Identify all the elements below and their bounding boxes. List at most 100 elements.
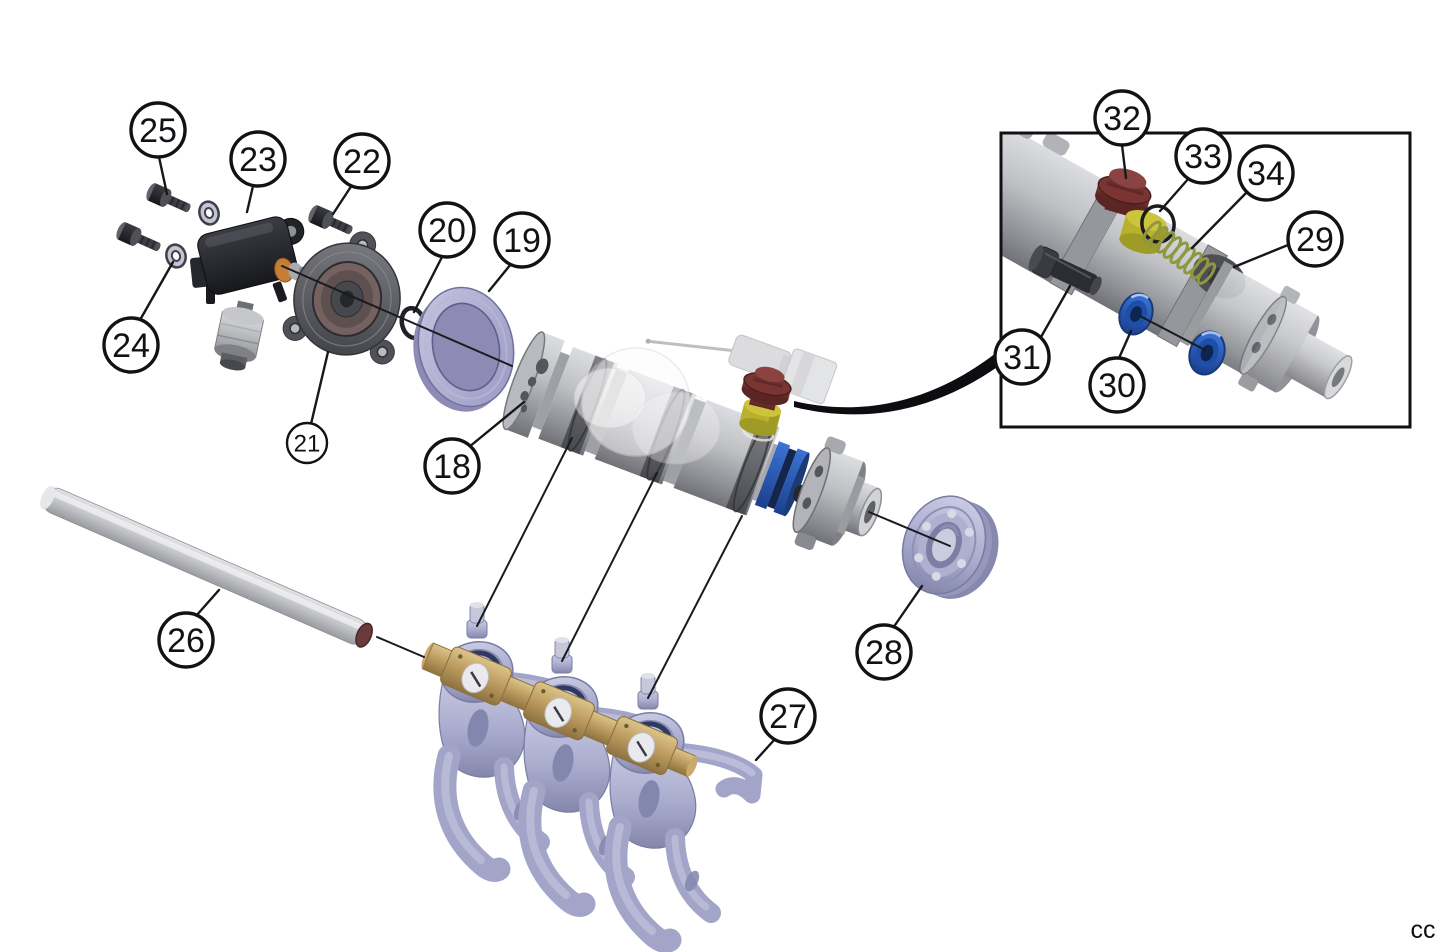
callout-leader-29: [1232, 243, 1290, 269]
callout-circle-23: [229, 130, 287, 188]
callout-27: 27: [754, 687, 817, 762]
callout-29: 29: [1232, 210, 1344, 269]
inset-blue-washer-b: [1188, 330, 1226, 376]
callout-circle-25: [129, 101, 187, 159]
callout-leader-32: [1120, 143, 1128, 180]
callout-number-25: 25: [139, 112, 177, 150]
callout-34: 34: [1190, 144, 1295, 250]
assembly-line-5: [376, 636, 425, 658]
callout-circle-22: [333, 132, 391, 190]
callout-circle-24: [102, 316, 160, 374]
callout-number-24: 24: [112, 327, 150, 365]
shift-fork-rod: [40, 485, 373, 648]
callout-31: 31: [993, 284, 1072, 386]
callout-circle-20: [418, 201, 476, 259]
detent-plug-main: [739, 366, 792, 442]
callout-number-34: 34: [1247, 155, 1285, 193]
callout-number-31: 31: [1003, 339, 1041, 377]
callout-leader-24: [138, 260, 175, 322]
shift-forks: [421, 602, 754, 941]
callout-number-21: 21: [294, 431, 321, 458]
callout-leader-31: [1039, 284, 1072, 339]
inset-detent-pin: [1028, 245, 1102, 296]
callout-number-33: 33: [1184, 138, 1222, 176]
callout-circle-32: [1093, 89, 1151, 147]
callout-leader-33: [1158, 176, 1191, 213]
callout-24: 24: [102, 260, 175, 374]
inset-blue-washer-a: [1118, 292, 1154, 336]
callout-number-28: 28: [865, 634, 903, 672]
callout-number-22: 22: [343, 143, 381, 181]
callout-28: 28: [855, 584, 924, 681]
callout-number-30: 30: [1098, 367, 1136, 405]
callout-leader-28: [891, 584, 924, 630]
inset-detail: [999, 131, 1412, 429]
callout-number-23: 23: [239, 141, 277, 179]
callout-circle-34: [1237, 144, 1295, 202]
inset-drum-body: [1001, 133, 1353, 400]
callout-26: 26: [157, 588, 221, 669]
callout-circle-21: [285, 421, 329, 465]
selector-actuator-group: [113, 180, 515, 412]
callout-circle-19: [493, 211, 551, 269]
shift-drum-assembly: [502, 331, 883, 551]
callout-leader-23: [245, 184, 255, 214]
assembly-line-6: [868, 511, 951, 547]
callout-leader-19: [487, 262, 513, 293]
callouts: 18 19 20 21 22 23 24 25 26 27 28 29 30 31 32 33 34: [102, 89, 1344, 762]
callout-22: 22: [331, 132, 391, 216]
callout-18: 18: [423, 400, 526, 495]
callout-21: 21: [285, 350, 330, 465]
assembly-lines: [281, 265, 1206, 699]
assembly-line-3: [561, 472, 658, 662]
callout-number-18: 18: [433, 448, 471, 486]
inset-pointer-swoosh: [794, 349, 1007, 415]
callout-number-19: 19: [503, 222, 541, 260]
callout-leader-21: [309, 350, 330, 426]
inset-detent-spring: [1142, 220, 1217, 285]
callout-32: 32: [1093, 89, 1151, 180]
detent-roller-blue: [754, 441, 791, 510]
callout-number-32: 32: [1103, 100, 1141, 138]
callout-number-20: 20: [428, 212, 466, 250]
callout-circle-31: [993, 328, 1051, 386]
callout-circle-33: [1174, 127, 1232, 185]
callout-33: 33: [1158, 127, 1232, 213]
callout-circle-26: [157, 611, 215, 669]
gear-sensor-solenoid: [189, 216, 308, 304]
callout-circle-27: [759, 687, 817, 745]
ghost-cam-disc: [573, 347, 721, 465]
callout-leader-20: [412, 255, 444, 314]
callout-leader-26: [194, 588, 221, 618]
callout-number-27: 27: [769, 698, 807, 736]
callout-leader-22: [331, 183, 354, 216]
callout-19: 19: [487, 211, 551, 293]
ball-bearing: [901, 495, 999, 599]
assembly-line-4: [647, 515, 743, 699]
footer-text: cc: [1411, 916, 1436, 944]
callout-leader-34: [1190, 190, 1249, 250]
fork-roller-bushings: [421, 642, 698, 778]
callout-leader-25: [157, 155, 169, 196]
inset-detent-plug: [1095, 168, 1152, 218]
callout-23: 23: [229, 130, 287, 214]
callout-circle-30: [1088, 356, 1146, 414]
callout-30: 30: [1088, 329, 1146, 414]
callout-circle-28: [855, 623, 913, 681]
solenoid-valve-cylinder: [213, 300, 265, 371]
callout-leader-18: [467, 400, 526, 449]
callout-20: 20: [412, 201, 476, 314]
callout-circle-18: [423, 437, 481, 495]
bearing-ring: [413, 286, 515, 412]
callout-25: 25: [129, 101, 187, 196]
assembly-line-2: [476, 437, 573, 627]
callout-leader-27: [754, 737, 777, 762]
assembly-line-7: [1139, 315, 1206, 351]
callout-number-29: 29: [1296, 221, 1334, 259]
assembly-line-1: [281, 265, 513, 367]
callout-leader-30: [1117, 329, 1133, 360]
shift-star-plate: [795, 448, 864, 546]
callout-circle-29: [1286, 210, 1344, 268]
